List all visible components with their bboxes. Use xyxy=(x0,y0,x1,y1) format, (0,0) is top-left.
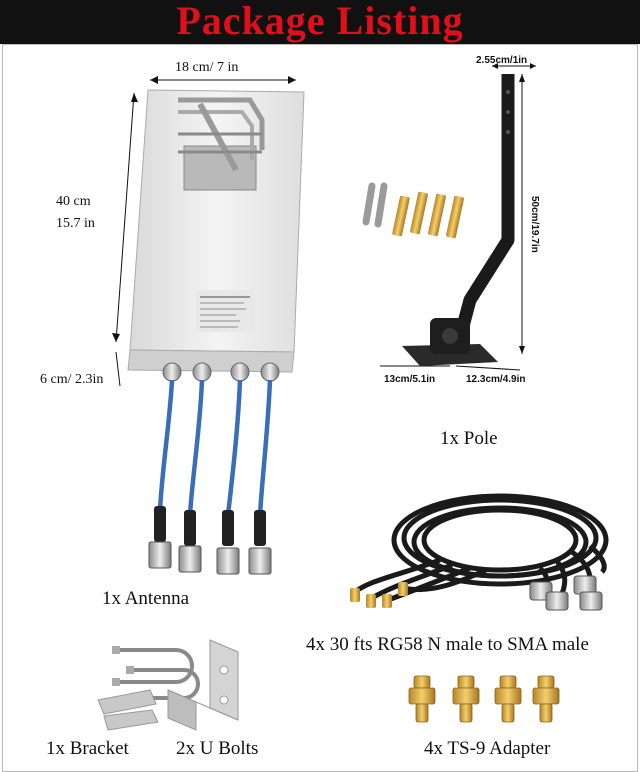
u-bolts-image xyxy=(97,646,200,731)
pole-image xyxy=(362,63,536,371)
pole-base-label-2: 12.3cm/4.9in xyxy=(466,374,526,385)
cable-coil-image xyxy=(353,493,609,603)
bracket-image xyxy=(167,639,239,731)
page-title: Package Listing xyxy=(176,0,464,43)
pole-base-label-1: 13cm/5.1in xyxy=(384,374,436,385)
cable-connectors xyxy=(350,575,603,611)
antenna-image xyxy=(112,76,305,575)
pole-top-label: 2.55cm/1in xyxy=(476,55,528,66)
antenna-height-in-label: 15.7 in xyxy=(56,216,95,231)
adapter-caption: 4x TS-9 Adapter xyxy=(424,738,551,759)
ubolts-caption: 2x U Bolts xyxy=(176,738,259,759)
bracket-caption: 1x Bracket xyxy=(46,738,129,759)
antenna-caption: 1x Antenna xyxy=(102,588,190,609)
pole-caption: 1x Pole xyxy=(440,428,498,449)
cables-caption: 4x 30 fts RG58 N male to SMA male xyxy=(306,634,589,655)
height-dimension-line xyxy=(115,92,135,343)
antenna-depth-label: 6 cm/ 2.3in xyxy=(40,372,104,387)
ts9-adapters-image xyxy=(408,675,560,723)
antenna-height-cm-label: 40 cm xyxy=(56,194,91,209)
pole-height-label: 50cm/19.7in xyxy=(529,196,540,253)
antenna-width-label: 18 cm/ 7 in xyxy=(175,60,239,75)
header-bar: Package Listing xyxy=(0,0,640,44)
